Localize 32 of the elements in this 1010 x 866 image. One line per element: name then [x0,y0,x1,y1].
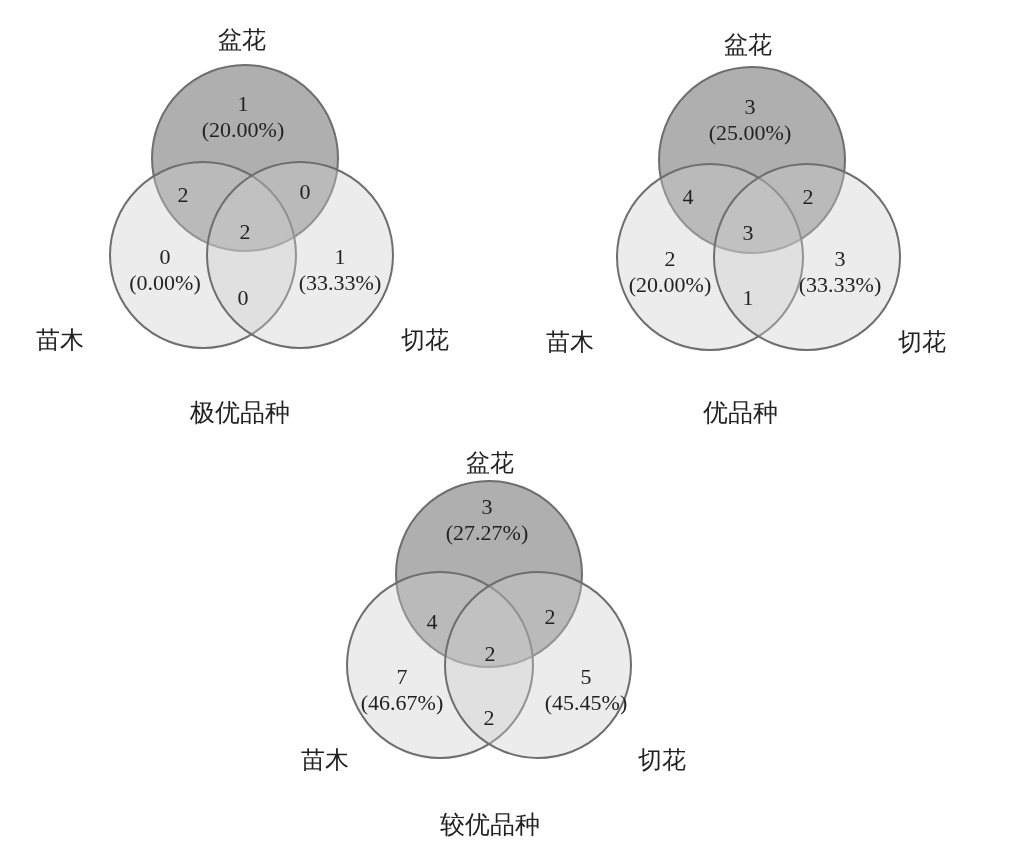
region-value: 0 (0.00%) [129,243,201,297]
set-name: 切花 [898,327,946,357]
venn-caption: 优品种 [702,398,778,428]
overlap-value: 2 [239,218,251,246]
overlap-value: 2 [544,603,556,631]
set-name: 盆花 [466,448,514,478]
overlap-value: 4 [682,183,694,211]
region-value: 3 (33.33%) [798,245,882,299]
overlap-value: 1 [742,284,754,312]
overlap-value: 2 [177,181,189,209]
overlap-value: 4 [426,608,438,636]
overlap-value: 2 [484,640,496,668]
overlap-value: 2 [802,183,814,211]
set-name: 切花 [638,745,686,775]
overlap-value: 2 [483,704,495,732]
set-name: 苗木 [301,745,349,775]
overlap-value: 3 [742,219,754,247]
overlap-value: 0 [237,284,249,312]
region-value: 2 (20.00%) [628,245,712,299]
region-value: 1 (33.33%) [298,243,382,297]
overlap-value: 0 [299,178,311,206]
region-value: 7 (46.67%) [360,663,444,717]
region-value: 3 (27.27%) [445,493,529,547]
set-name: 盆花 [218,25,266,55]
venn-caption: 较优品种 [440,810,540,840]
venn-caption: 极优品种 [190,398,290,428]
set-name: 苗木 [546,327,594,357]
set-name: 切花 [401,325,449,355]
set-name: 盆花 [724,30,772,60]
region-value: 1 (20.00%) [201,90,285,144]
region-value: 3 (25.00%) [708,93,792,147]
set-name: 苗木 [36,325,84,355]
